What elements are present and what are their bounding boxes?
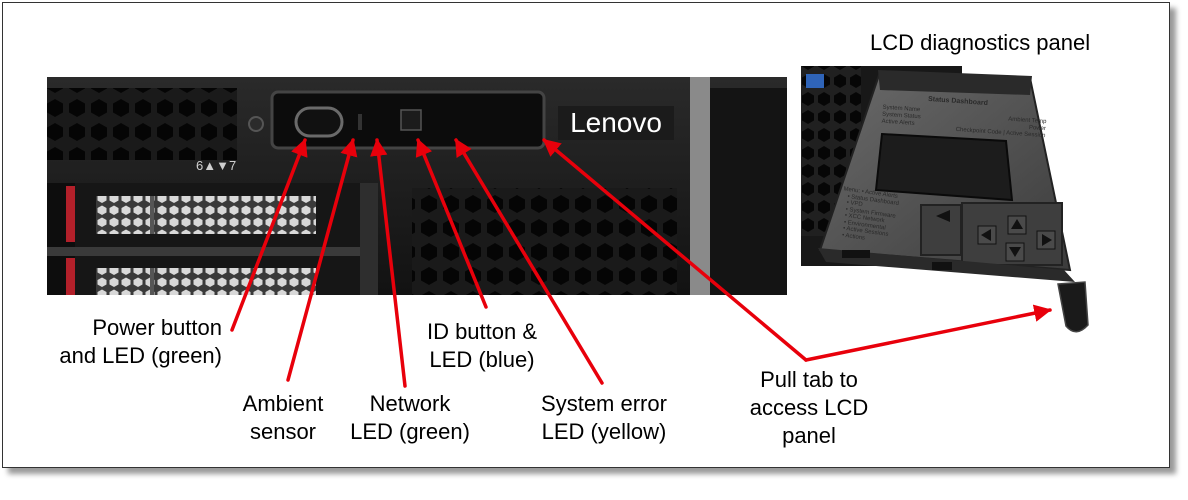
id-label: ID button & LED (blue) xyxy=(426,319,538,372)
pull-tab-arrow-left xyxy=(542,138,808,362)
network-arrow xyxy=(370,138,407,388)
ambient-sensor xyxy=(358,114,362,130)
power-label: Power button and LED (green) xyxy=(59,315,222,368)
id-arrow xyxy=(415,138,488,309)
power-button xyxy=(294,106,344,138)
lenovo-logo: Lenovo xyxy=(558,106,674,140)
up-arrow-icon xyxy=(1011,219,1023,229)
bay-number-label: 6▲▼7 xyxy=(196,158,237,173)
top-vent xyxy=(47,88,237,160)
id-button xyxy=(400,109,422,131)
panel-title: LCD diagnostics panel xyxy=(870,30,1091,55)
power-arrow xyxy=(230,138,308,332)
lcd-screen xyxy=(874,132,1014,202)
usb-port xyxy=(806,74,824,88)
system-error-label: System error LED (yellow) xyxy=(541,391,667,444)
down-arrow-icon xyxy=(1009,247,1021,257)
drive-vent-2 xyxy=(96,268,316,295)
pull-tab xyxy=(1057,281,1089,333)
network-label: Network LED (green) xyxy=(350,391,470,444)
left-arrow-icon xyxy=(981,229,991,241)
ambient-label: Ambient sensor xyxy=(242,391,324,444)
system-error-arrow xyxy=(454,138,604,385)
right-arrow-icon xyxy=(1042,234,1052,246)
pull-tab-label: Pull tab to access LCD panel xyxy=(749,367,869,448)
screw xyxy=(248,116,264,132)
back-button-icon xyxy=(936,210,950,222)
drive-release-red xyxy=(66,186,75,242)
front-vent xyxy=(412,188,677,295)
ambient-arrow xyxy=(286,138,358,382)
pull-tab-arrow-right xyxy=(804,304,1052,362)
